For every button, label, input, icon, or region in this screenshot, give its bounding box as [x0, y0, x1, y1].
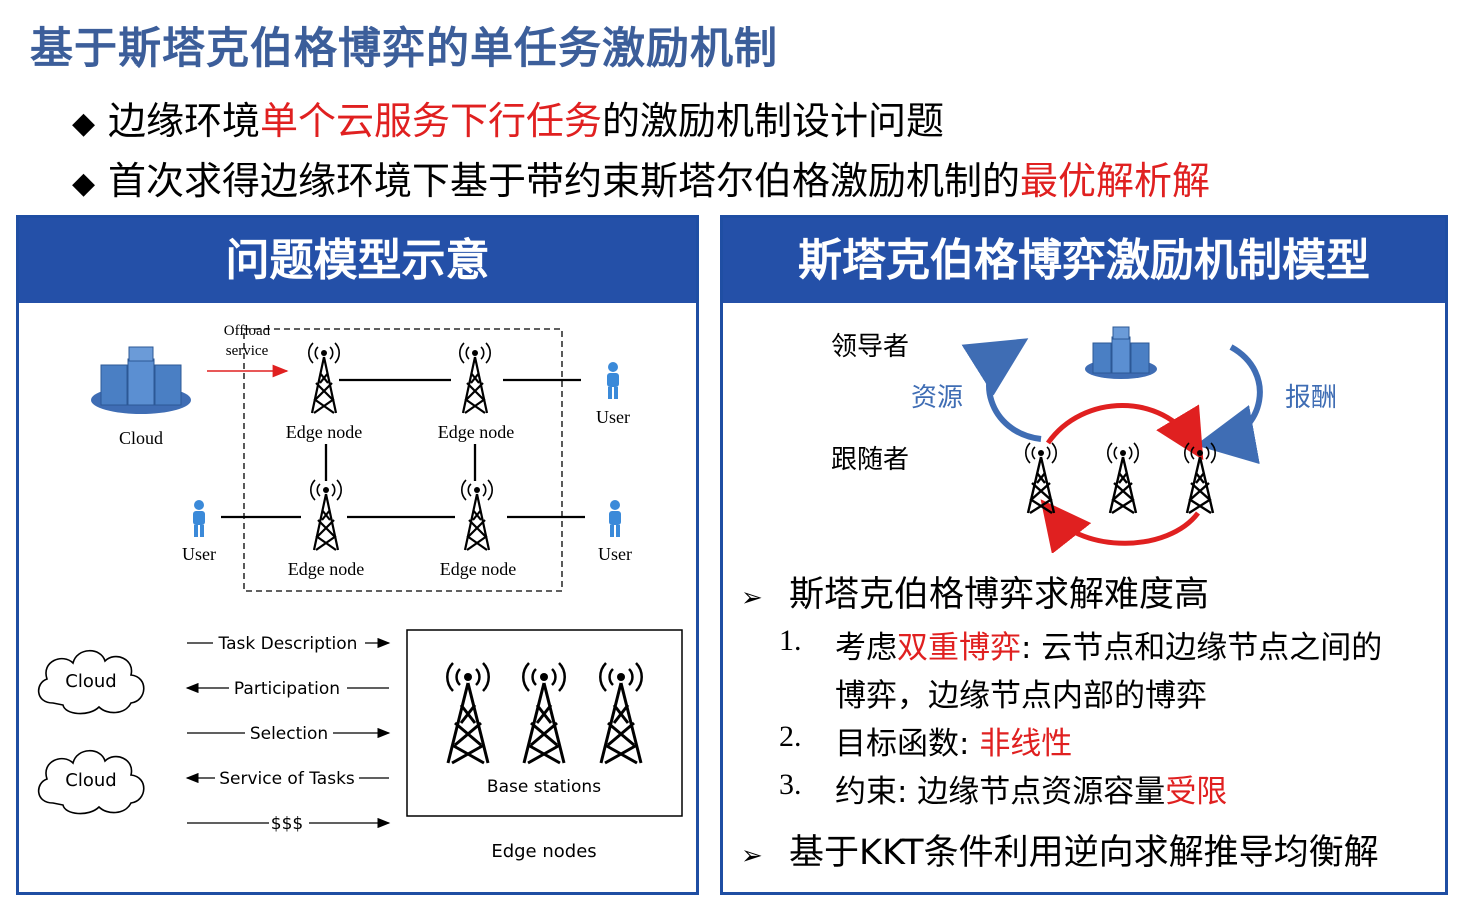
- edge-node-tower-icon: [458, 341, 492, 415]
- right-panel-header: 斯塔克伯格博弈激励机制模型: [723, 218, 1445, 303]
- sub-point-1-tail: : 云节点和边缘节点之间的: [1021, 630, 1383, 666]
- sub-point-2-highlight: 非线性: [979, 726, 1073, 762]
- left-panel-header: 问题模型示意: [19, 218, 696, 303]
- cloud-server-icon: [1085, 326, 1157, 379]
- base-station-tower-icon: [598, 661, 644, 765]
- leader-label: 领导者: [831, 332, 909, 362]
- edge-network-links: [221, 378, 585, 519]
- edge-region-border: [243, 328, 563, 592]
- cloud-label: Cloud: [119, 428, 163, 448]
- sub-point-1-number: 1.: [779, 624, 802, 657]
- resource-label: 资源: [911, 383, 963, 413]
- stackelberg-diagram: 领导者 跟随者 资源 报酬: [831, 326, 1337, 553]
- sub-point-1: 考虑双重博弈: 云节点和边缘节点之间的: [835, 622, 1382, 667]
- follower-label: 跟随者: [831, 445, 909, 475]
- diamond-bullet-icon: ◆: [72, 106, 96, 141]
- sub-point-3-highlight: 受限: [1165, 774, 1228, 810]
- reward-label: 报酬: [1285, 383, 1337, 413]
- user-icon: [607, 362, 619, 399]
- base-station-tower-icon: [521, 661, 567, 765]
- user-label: User: [598, 544, 632, 564]
- reward-arrow: [1195, 344, 1263, 465]
- point-1: ➢ 斯塔克伯格博弈求解难度高: [741, 566, 1209, 617]
- edge-node-tower-icon: [309, 478, 343, 552]
- user-icon: [609, 500, 621, 537]
- user-label: User: [182, 544, 216, 564]
- bullet-2-text: 首次求得边缘环境下基于带约束斯塔尔伯格激励机制的: [108, 159, 1021, 203]
- bullet-1: ◆ 边缘环境单个云服务下行任务的激励机制设计问题: [72, 90, 944, 145]
- offload-label-line1: Offload: [224, 323, 271, 339]
- edge-node-tower-icon: [307, 341, 341, 415]
- bullet-1-tail: 的激励机制设计问题: [602, 99, 945, 143]
- base-stations-box: [406, 629, 683, 817]
- left-panel: 问题模型示意: [16, 215, 699, 895]
- flow-label-participation: Participation: [234, 679, 340, 699]
- bullet-2: ◆ 首次求得边缘环境下基于带约束斯塔尔伯格激励机制的最优解析解: [72, 150, 1210, 205]
- offload-label-line2: service: [226, 343, 269, 359]
- edge-node-label: Edge node: [438, 422, 514, 442]
- slide-title: 基于斯塔克伯格博弈的单任务激励机制: [30, 24, 778, 74]
- sub-point-3-text: 约束: 边缘节点资源容量: [835, 774, 1166, 810]
- point-2-text: 基于KKT条件利用逆向求解推导均衡解: [789, 833, 1379, 873]
- edge-node-label: Edge node: [440, 559, 516, 579]
- flow-label-service-of-tasks: Service of Tasks: [219, 769, 355, 789]
- user-icon: [193, 500, 205, 537]
- arrow-bullet-icon: ➢: [741, 841, 763, 871]
- diamond-bullet-icon: ◆: [72, 166, 96, 201]
- flow-label-payment: $$$: [271, 814, 303, 834]
- resource-arrow: [961, 338, 1042, 442]
- base-station-tower-icon: [445, 661, 491, 765]
- point-1-text: 斯塔克伯格博弈求解难度高: [789, 575, 1210, 615]
- cloud-bubble-label: Cloud: [65, 770, 116, 791]
- cloud-bubble-label: Cloud: [65, 671, 116, 692]
- sub-point-1-text: 考虑: [835, 630, 897, 666]
- sub-point-1-highlight: 双重博弈: [897, 630, 1021, 666]
- user-label: User: [596, 407, 630, 427]
- cloud-server-icon: [91, 346, 191, 414]
- game-arrow-top: [1045, 403, 1204, 461]
- follower-tower-icon: [1106, 441, 1140, 515]
- sub-point-1-line2: 博弈，边缘节点内部的博弈: [835, 678, 1207, 714]
- edge-node-label: Edge node: [286, 422, 362, 442]
- sub-point-2: 目标函数: 非线性: [835, 718, 1072, 763]
- bullet-1-text: 边缘环境: [108, 99, 261, 143]
- base-stations-label: Base stations: [487, 777, 601, 797]
- flow-label-selection: Selection: [250, 724, 328, 744]
- bullet-1-highlight: 单个云服务下行任务: [260, 99, 603, 143]
- point-2: ➢ 基于KKT条件利用逆向求解推导均衡解: [741, 824, 1379, 875]
- follower-tower-icon: [1183, 441, 1217, 515]
- sub-point-2-text: 目标函数:: [835, 726, 980, 762]
- sub-point-2-number: 2.: [779, 720, 802, 753]
- edge-nodes-label: Edge nodes: [491, 841, 596, 862]
- bullet-2-highlight: 最优解析解: [1020, 159, 1211, 203]
- follower-tower-icon: [1024, 441, 1058, 515]
- sub-point-3: 约束: 边缘节点资源容量受限: [835, 766, 1227, 811]
- flow-label-task-description: Task Description: [218, 634, 358, 654]
- game-arrow-bottom: [1040, 499, 1200, 553]
- edge-node-label: Edge node: [288, 559, 364, 579]
- edge-node-tower-icon: [460, 478, 494, 552]
- problem-model-figure: Cloud Offload service Edge node Edge nod…: [37, 323, 683, 862]
- right-panel: 斯塔克伯格博弈激励机制模型 领导者 跟随者 资源 报酬: [720, 215, 1448, 895]
- arrow-bullet-icon: ➢: [741, 583, 763, 613]
- sub-point-3-number: 3.: [779, 768, 802, 801]
